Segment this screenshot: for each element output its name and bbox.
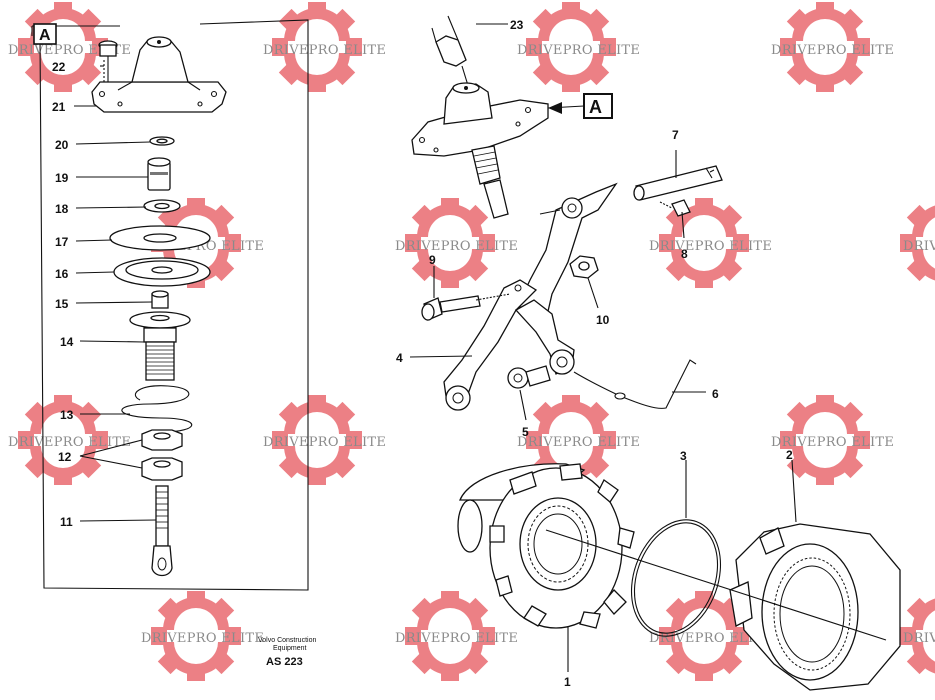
part-2-coupling-sleeve <box>729 523 901 691</box>
watermark-text: DRIVEPRO ELITE <box>771 435 894 450</box>
callout-numbers: 22 21 20 19 18 17 16 15 14 13 12 11 23 7… <box>52 18 793 689</box>
part-5-pin <box>507 365 551 421</box>
watermark-text: DRIVEPRO ELITE <box>517 43 640 58</box>
caption-company-line2: Equipment <box>273 645 307 652</box>
watermark-text: DRIVEPRO ELITE <box>771 43 894 58</box>
part-20-washer <box>149 136 175 146</box>
part-22-screw <box>98 40 118 90</box>
callout-11: 11 <box>60 515 73 529</box>
callout-8: 8 <box>681 247 688 261</box>
watermark-text: DRIVEPRO ELITE <box>8 435 131 450</box>
part-19-bushing <box>147 157 171 191</box>
part-14-threaded-spindle <box>129 311 191 381</box>
leader-lines <box>74 23 797 672</box>
part-21-flange-housing <box>91 36 227 113</box>
part-15-nut <box>151 290 169 309</box>
callout-13: 13 <box>60 408 74 422</box>
watermark-text: DRIVEPRO ELITE <box>141 631 264 646</box>
callout-20: 20 <box>55 138 69 152</box>
part-17-seal-ring <box>109 225 211 251</box>
caption-figure-code: AS 223 <box>266 656 303 668</box>
part-4-fork-lever <box>443 182 618 411</box>
part-7-shaft <box>633 150 723 201</box>
callout-19: 19 <box>55 171 69 185</box>
part-16-dust-cover <box>113 257 211 287</box>
part-6-spring-wire <box>573 359 706 409</box>
part-8-bolt <box>659 199 691 239</box>
part-1-sliding-dog-clutch <box>457 463 635 629</box>
callout-3: 3 <box>680 449 687 463</box>
callout-9: 9 <box>429 253 436 267</box>
watermark-text: DRIVEPRO ELITE <box>517 435 640 450</box>
part-12-nut-lower <box>141 457 183 481</box>
detail-a-tag <box>583 93 613 119</box>
watermark-text: DRIVEPRO ELITE <box>395 631 518 646</box>
callout-12: 12 <box>58 450 72 464</box>
watermark-text: DRIVEPRO ELITE <box>903 239 935 254</box>
part-a-flange-housing: A <box>411 82 613 219</box>
watermark-text: DRIVEPRO ELITE <box>395 239 518 254</box>
part-3-o-ring <box>630 519 722 637</box>
part-23-cable <box>431 15 471 93</box>
watermark-text: DRIVEPRO ELITE <box>649 631 772 646</box>
detail-a-label: A <box>589 97 602 117</box>
watermark-text: DRIVEPRO ELITE <box>263 435 386 450</box>
callout-4: 4 <box>396 351 403 365</box>
callout-1: 1 <box>564 675 571 689</box>
callout-10: 10 <box>596 313 610 327</box>
detail-a-label: A <box>39 27 51 44</box>
callout-17: 17 <box>55 235 69 249</box>
publisher-caption: Volvo Construction Equipment AS 223 <box>258 637 316 668</box>
part-13-spring <box>121 385 193 433</box>
part-18-washer <box>143 199 181 213</box>
watermark-text: DRIVEPRO ELITE <box>903 631 935 646</box>
callout-21: 21 <box>52 100 66 114</box>
callout-16: 16 <box>55 267 69 281</box>
callout-15: 15 <box>55 297 69 311</box>
watermark-text: DRIVEPRO ELITE <box>649 239 772 254</box>
detail-a-frame: A <box>31 19 309 591</box>
part-9-bolt <box>421 266 511 321</box>
callout-22: 22 <box>52 60 66 74</box>
callout-2: 2 <box>786 448 793 462</box>
callout-23: 23 <box>510 18 524 32</box>
callout-7: 7 <box>672 128 679 142</box>
watermark-layer: DRIVEPRO ELITE DRIVEPRO ELITE DRIVEPRO E… <box>8 2 935 681</box>
detail-a-tag <box>33 23 57 45</box>
callout-18: 18 <box>55 202 69 216</box>
callout-14: 14 <box>60 335 74 349</box>
callout-6: 6 <box>712 387 719 401</box>
part-10-nut <box>569 255 599 309</box>
watermark-text: DRIVEPRO ELITE <box>263 43 386 58</box>
callout-5: 5 <box>522 425 529 439</box>
part-11-eye-bolt <box>151 485 173 577</box>
part-12-nut-upper <box>141 429 183 451</box>
caption-company: Volvo Construction <box>258 637 316 644</box>
